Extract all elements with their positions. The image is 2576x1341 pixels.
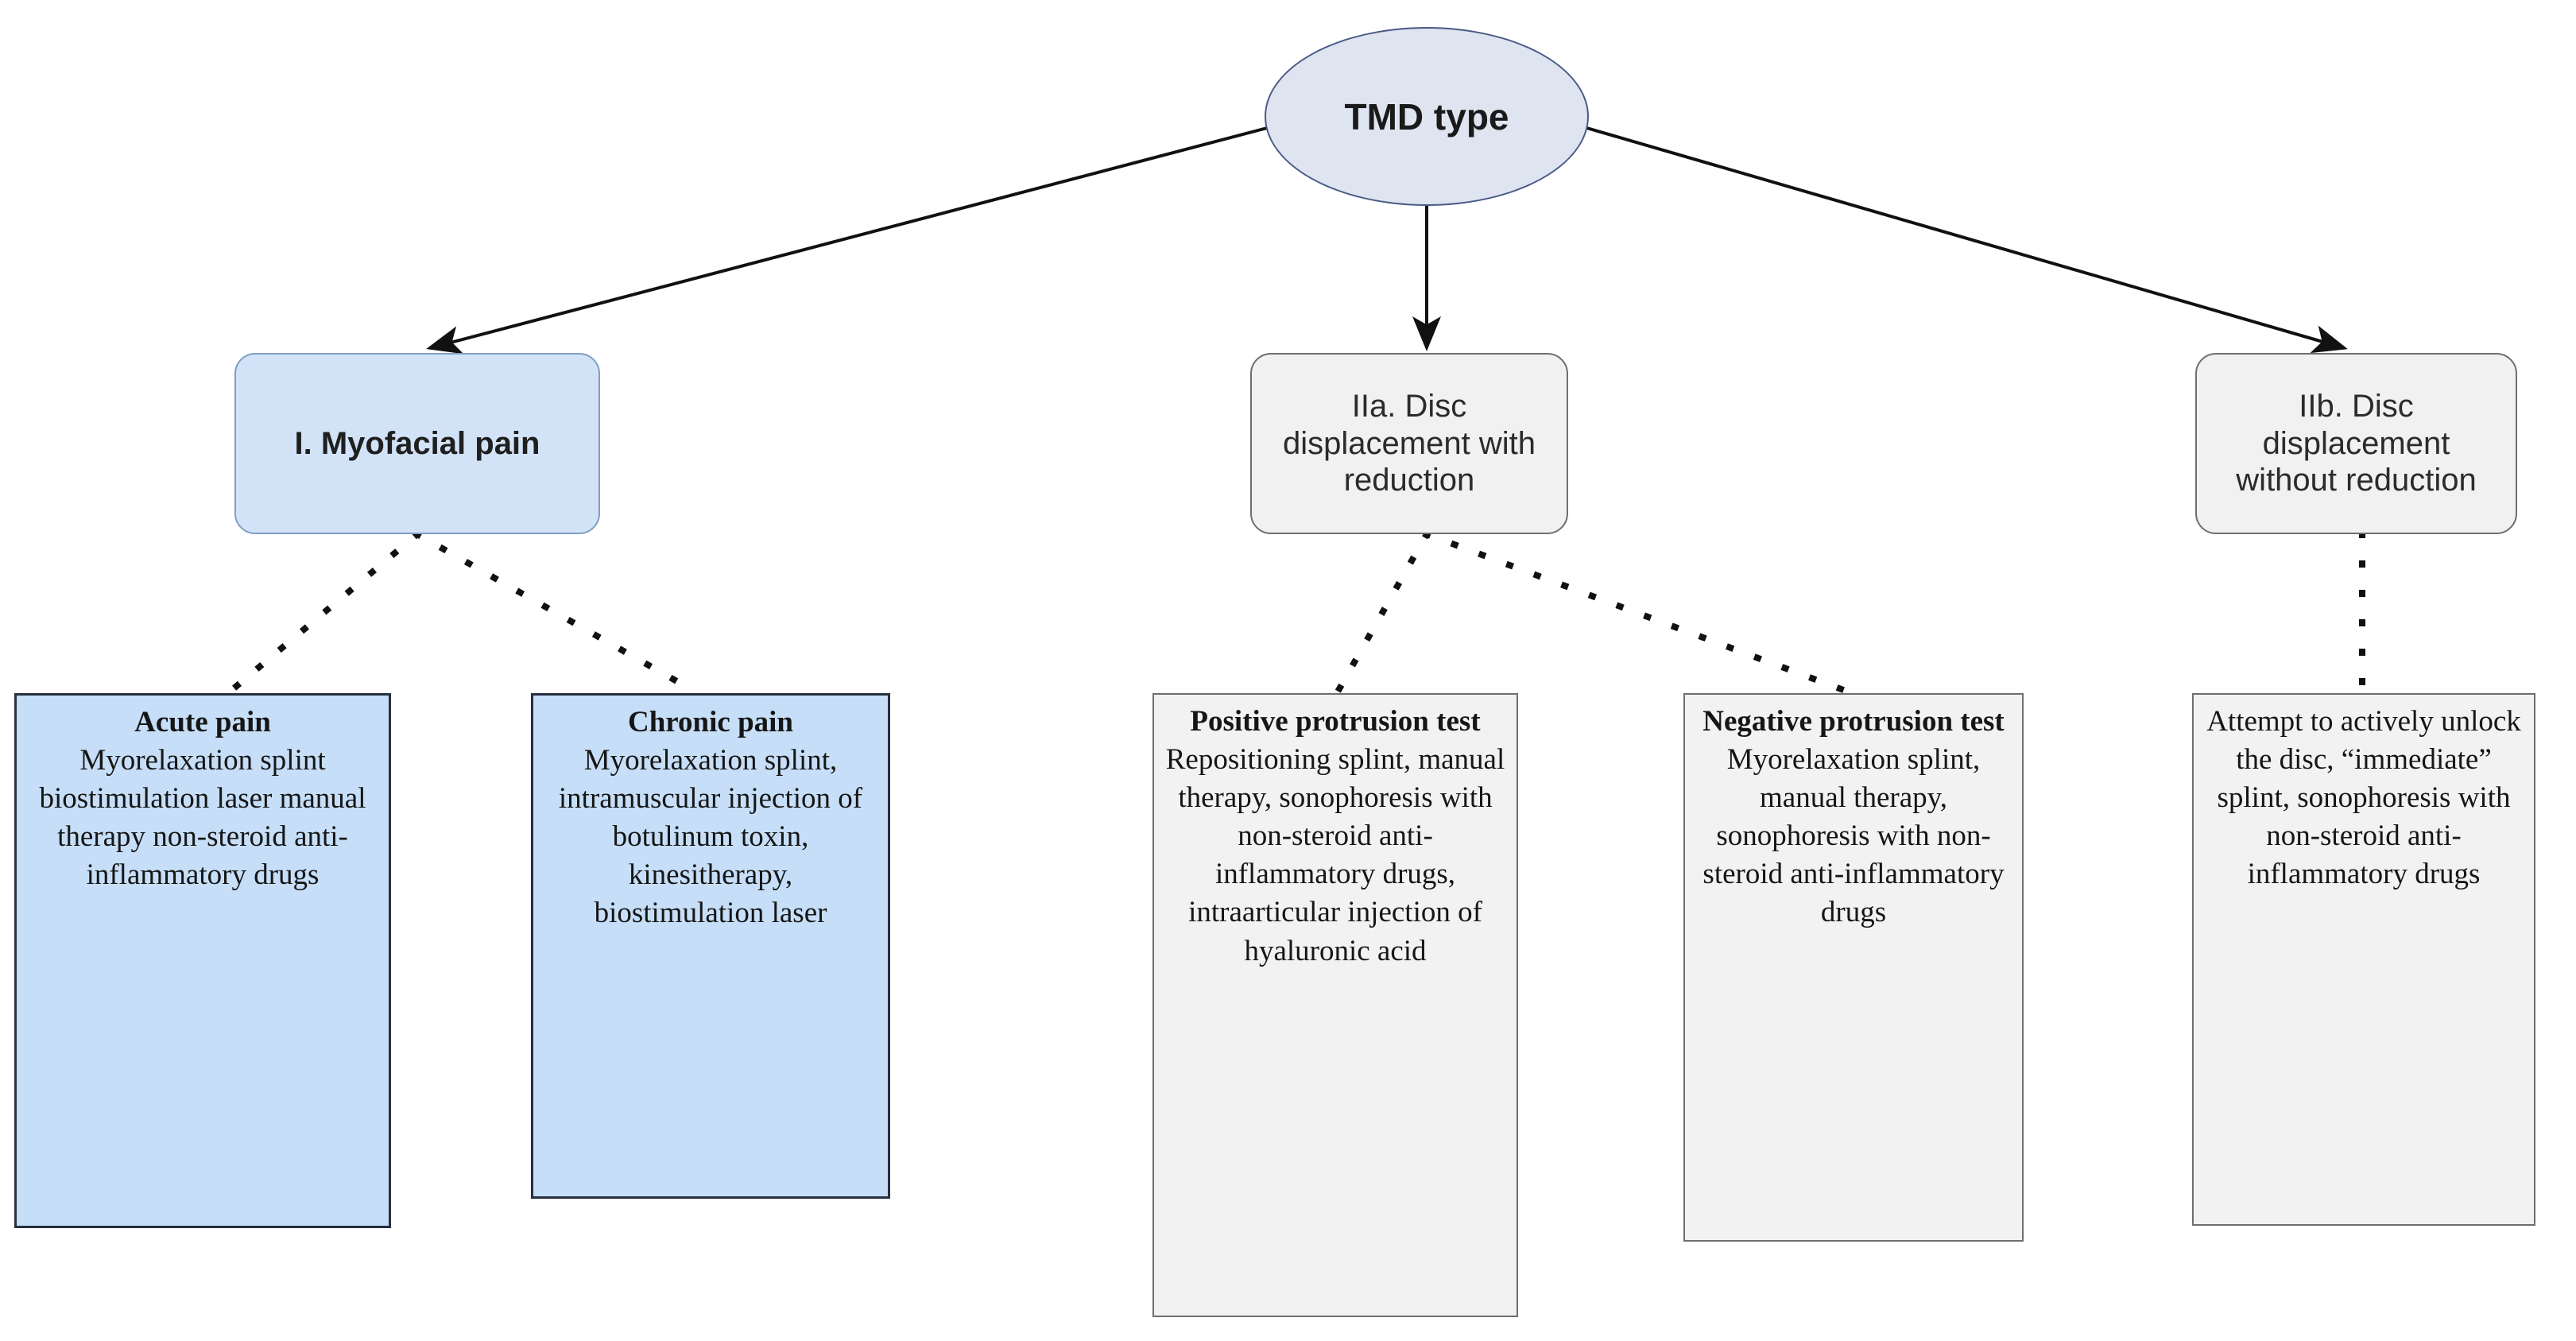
node-treatment-positive-protrusion-test-heading: Positive protrusion test — [1190, 705, 1481, 738]
node-treatment-chronic-pain-body: Myorelaxation splint, intramuscular inje… — [558, 744, 863, 930]
edge-root-to-disc-without-reduction — [1583, 126, 2348, 354]
edge-myofacial-to-chronic-pain — [413, 529, 703, 698]
node-category-disc-with-reduction-label: IIa. Disc displacement with reduction — [1283, 389, 1536, 498]
node-treatment-acute-pain-body: Myorelaxation splint biostimulation lase… — [39, 744, 366, 892]
node-treatment-acute-pain[interactable]: Acute pain Myorelaxation splint biostimu… — [14, 693, 391, 1228]
node-category-myofacial-label: I. Myofacial pain — [294, 425, 540, 461]
node-category-disc-without-reduction[interactable]: IIb. Disc displacement without reduction — [2195, 353, 2517, 534]
node-treatment-positive-protrusion-test[interactable]: Positive protrusion test Repositioning s… — [1152, 693, 1518, 1317]
node-treatment-unlock-disc[interactable]: Attempt to actively unlock the disc, “im… — [2192, 693, 2535, 1226]
node-root-label: TMD type — [1344, 95, 1509, 138]
node-treatment-positive-protrusion-test-body: Repositioning splint, manual therapy, so… — [1165, 743, 1505, 967]
node-treatment-chronic-pain[interactable]: Chronic pain Myorelaxation splint, intra… — [531, 693, 890, 1199]
node-treatment-acute-pain-heading: Acute pain — [134, 706, 271, 738]
node-treatment-unlock-disc-body: Attempt to actively unlock the disc, “im… — [2206, 705, 2521, 891]
node-category-disc-without-reduction-label: IIb. Disc displacement without reduction — [2236, 389, 2477, 498]
node-treatment-negative-protrusion-test-body: Myorelaxation splint, manual therapy, so… — [1702, 743, 2005, 929]
node-root-tmd-type[interactable]: TMD type — [1265, 27, 1589, 206]
node-treatment-negative-protrusion-test[interactable]: Negative protrusion test Myorelaxation s… — [1683, 693, 2024, 1242]
node-category-disc-with-reduction[interactable]: IIa. Disc displacement with reduction — [1250, 353, 1568, 534]
edge-myofacial-to-acute-pain — [223, 529, 422, 698]
edge-disc-with-reduction-to-negative-test — [1422, 529, 1857, 698]
node-category-myofacial[interactable]: I. Myofacial pain — [234, 353, 600, 534]
node-treatment-chronic-pain-heading: Chronic pain — [627, 706, 794, 738]
node-treatment-negative-protrusion-test-heading: Negative protrusion test — [1702, 705, 2005, 738]
edge-disc-with-reduction-to-positive-test — [1332, 529, 1431, 698]
edge-root-to-myofacial — [426, 126, 1271, 355]
